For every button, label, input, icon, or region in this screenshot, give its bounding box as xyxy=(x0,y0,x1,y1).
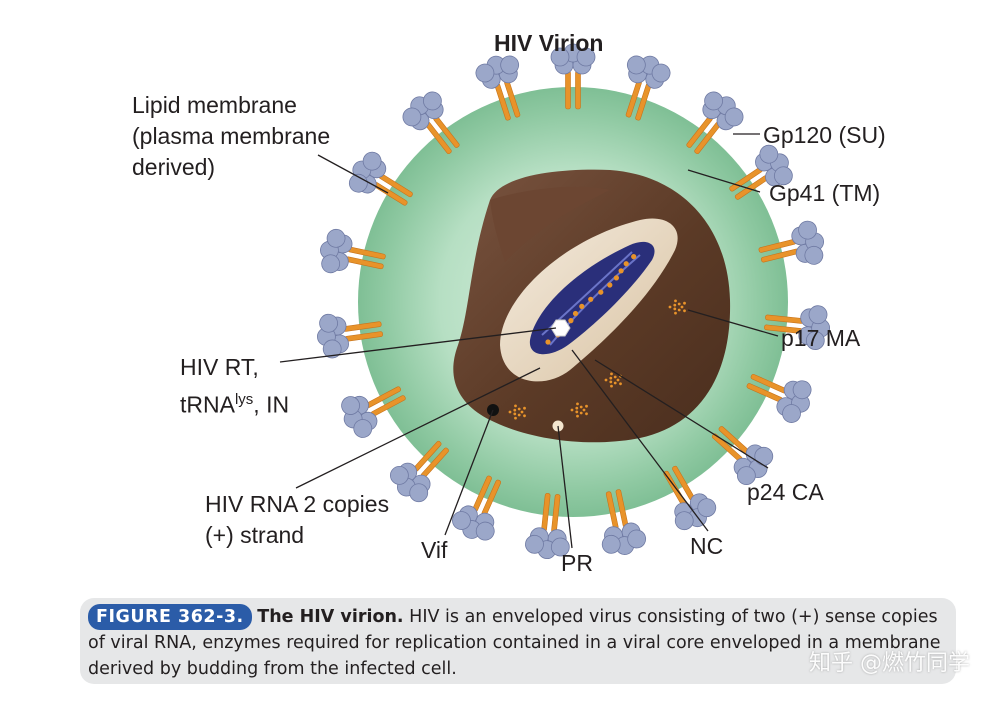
label-nc: NC xyxy=(690,533,724,559)
envelope-spike xyxy=(711,426,774,485)
label-gp120: Gp120 (SU) xyxy=(763,122,886,148)
envelope-spike xyxy=(452,475,502,541)
label-lipid-line2: (plasma membrane xyxy=(132,123,331,149)
leader-rt xyxy=(279,327,557,363)
envelope-spike xyxy=(402,91,460,155)
protein-dot-clusters xyxy=(508,299,686,420)
leader-p17 xyxy=(687,309,779,337)
nc-bead xyxy=(588,296,594,302)
label-gp41: Gp41 (TM) xyxy=(769,180,881,206)
envelope-spike xyxy=(348,151,413,206)
label-in: , IN xyxy=(253,391,290,418)
envelope-spike xyxy=(686,91,744,155)
leader-lipid xyxy=(317,154,389,194)
leader-pr xyxy=(557,425,573,549)
envelope-spike xyxy=(390,440,449,503)
envelope-spikes xyxy=(317,43,831,560)
label-trna-in: tRNAlys, IN xyxy=(180,384,289,421)
label-trna: tRNA xyxy=(180,391,235,418)
leader-p24 xyxy=(594,359,769,469)
envelope-spike xyxy=(758,220,825,265)
leader-vif xyxy=(444,409,494,536)
envelope-spike xyxy=(601,489,647,555)
envelope-spike xyxy=(729,144,793,200)
label-lipid-line1: Lipid membrane xyxy=(132,92,297,118)
nc-bead xyxy=(545,339,551,345)
leader-rna xyxy=(295,367,541,489)
envelope-spike xyxy=(475,55,521,121)
label-pr: PR xyxy=(561,550,593,576)
nc-bead xyxy=(613,275,620,281)
caption-text-block: FIGURE 362-3. The HIV virion. HIV is an … xyxy=(88,604,950,682)
label-rna-line1: HIV RNA 2 copies xyxy=(205,491,390,517)
diagram-title: HIV Virion xyxy=(494,30,604,56)
envelope-spike xyxy=(625,55,671,121)
label-vif: Vif xyxy=(421,537,448,563)
envelope-spike xyxy=(746,373,812,423)
label-trna-sup: lys xyxy=(234,391,254,408)
protein-cluster xyxy=(508,404,526,420)
caption-bold: The HIV virion. xyxy=(257,607,404,627)
nc-bead xyxy=(618,268,624,274)
nc-bead xyxy=(568,318,574,324)
envelope-spike xyxy=(525,493,570,560)
leader-gp41 xyxy=(687,169,761,193)
label-p24: p24 CA xyxy=(747,479,824,505)
envelope-spike xyxy=(764,305,831,350)
caption-body: HIV is an enveloped virus consisting of … xyxy=(88,607,941,679)
figure-tag: FIGURE 362-3. xyxy=(88,604,252,630)
label-hiv-rt: HIV RT, xyxy=(180,354,259,380)
watermark-text: 知乎 @燃竹同学 xyxy=(809,651,970,676)
envelope-spike xyxy=(341,386,406,438)
envelope-spike xyxy=(317,313,383,359)
nc-bead xyxy=(623,261,629,267)
protein-cluster xyxy=(668,299,686,315)
label-lipid-line3: derived) xyxy=(132,154,216,180)
label-rna-line2: (+) strand xyxy=(205,522,305,548)
nc-bead xyxy=(607,282,613,288)
leader-lines xyxy=(279,133,779,549)
nc-bead xyxy=(579,303,585,309)
nc-bead xyxy=(631,254,637,260)
envelope-spike xyxy=(550,43,596,110)
envelope-spike xyxy=(320,228,386,274)
nc-bead xyxy=(598,289,604,295)
protein-cluster xyxy=(570,402,588,418)
nc-bead xyxy=(572,310,579,317)
leader-nc xyxy=(571,349,709,532)
figure-caption: FIGURE 362-3. The HIV virion. HIV is an … xyxy=(80,598,956,684)
capsid-top-fold xyxy=(490,186,610,262)
label-p17: p17 MA xyxy=(781,325,861,351)
